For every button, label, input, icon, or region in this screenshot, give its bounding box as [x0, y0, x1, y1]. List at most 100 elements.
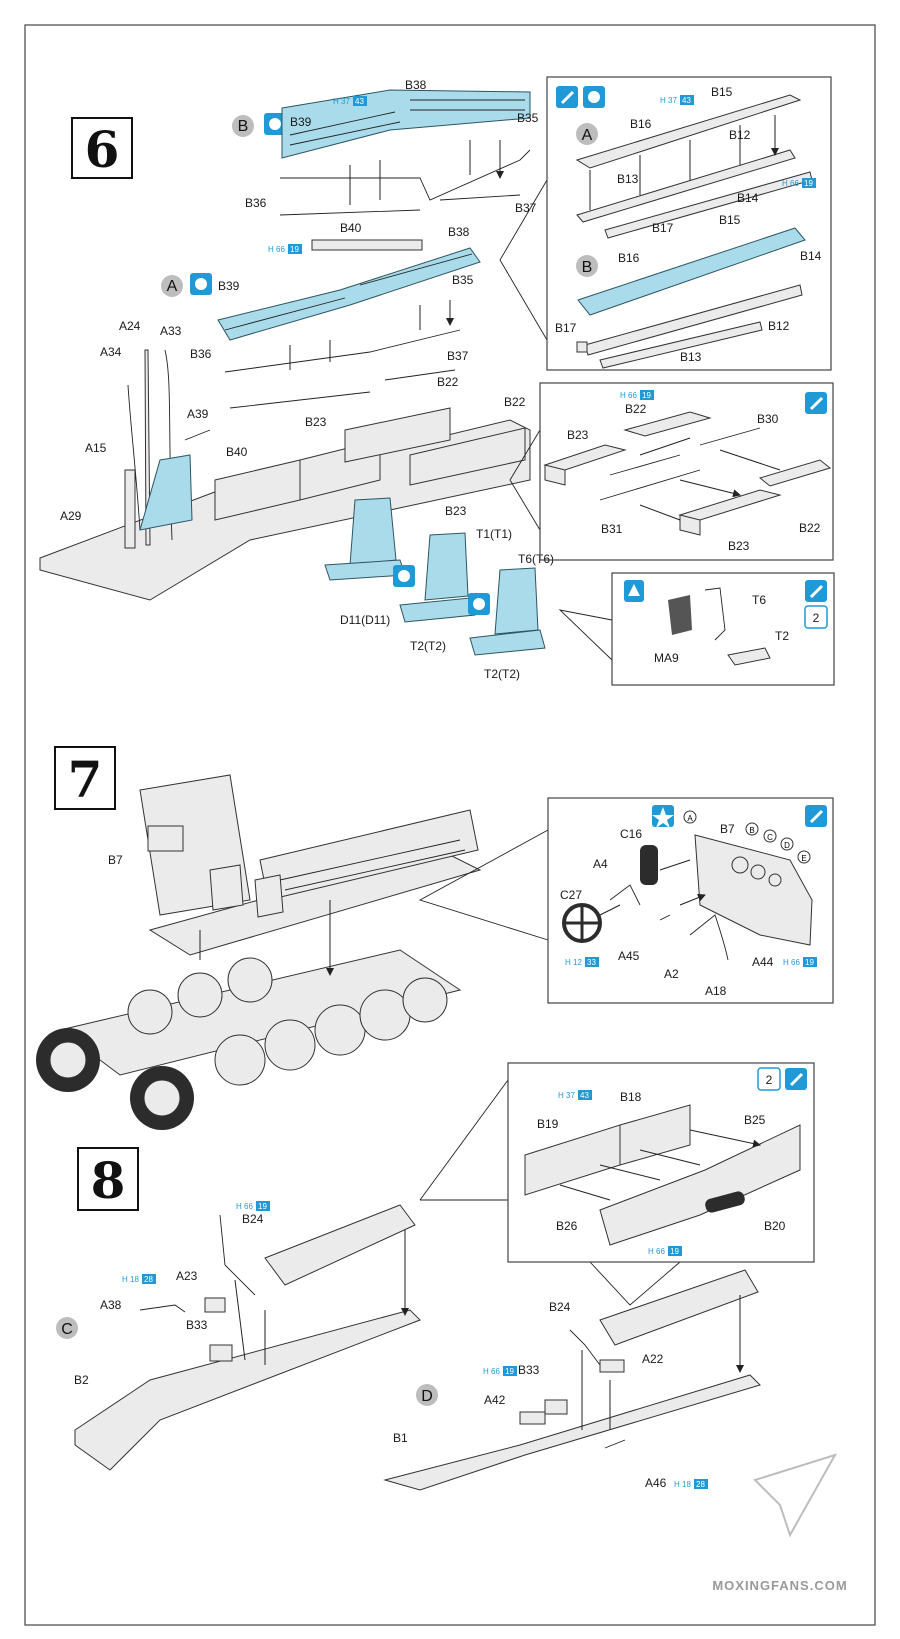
inset-dashboard-frame: [547, 797, 834, 1004]
svg-text:H: H: [648, 1247, 654, 1256]
dash-label-a18: A18: [705, 984, 727, 998]
paper-plane-icon: [753, 1453, 838, 1538]
paint-badge-top: H 37 43: [333, 96, 367, 106]
label-a46: A46: [645, 1476, 667, 1490]
bench-frame-b-top: [577, 227, 806, 316]
repeat-count: 2: [813, 611, 820, 625]
inset-label-b16-b: B16: [618, 251, 640, 265]
label-t1: T1(T1): [476, 527, 512, 541]
label-b35-mid: B35: [452, 273, 474, 287]
paint-d-a46: H 18 28: [674, 1479, 708, 1489]
floor-b2: [74, 1309, 421, 1471]
label-a29: A29: [60, 509, 82, 523]
label-b40-top: B40: [340, 221, 362, 235]
hull-floor: A24 A33 A34 A39 A15 A29 B22 B22 B23 B23: [39, 319, 531, 601]
subassembly-c: C B24 A23 A38 B33 B2 H 66 19 H 18: [56, 1201, 421, 1471]
inset-seat-frames: A B15 B16 B12 B13 B14 B17 H 37 43 H 66 1…: [546, 76, 832, 371]
point-e: E: [801, 854, 806, 863]
svg-text:66: 66: [244, 1202, 253, 1211]
label-b24-d: B24: [549, 1300, 571, 1314]
middle-bench-assembly: A B38 B39 B35 B36 B37 B40: [161, 225, 481, 459]
inset-storage-boxes: H 66 19 B22 B23 B30 B31 B22 B23: [539, 382, 834, 561]
boxes-label-b23-b: B23: [728, 539, 750, 553]
label-a15: A15: [85, 441, 107, 455]
svg-text:66: 66: [790, 179, 799, 188]
label-b38-mid: B38: [448, 225, 470, 239]
road-wheels: [127, 957, 448, 1086]
svg-text:H: H: [483, 1367, 489, 1376]
label-b37-mid: B37: [447, 349, 469, 363]
svg-text:H: H: [122, 1275, 128, 1284]
label-b2: B2: [74, 1373, 89, 1387]
svg-text:37: 37: [668, 96, 677, 105]
step-7-number: 7: [68, 750, 103, 809]
label-a42: A42: [484, 1393, 506, 1407]
lever-a15: [124, 469, 136, 549]
hinge-b20: [705, 1191, 745, 1213]
label-t2-b: T2(T2): [484, 667, 520, 681]
seatback-label-b20: B20: [764, 1219, 786, 1233]
svg-text:H: H: [236, 1202, 242, 1211]
point-a: A: [687, 814, 693, 823]
dash-paint-a: H 12 33: [565, 957, 599, 967]
inset-label-b16-a: B16: [630, 117, 652, 131]
svg-text:43: 43: [355, 97, 364, 106]
dash-label-b7: B7: [720, 822, 735, 836]
svg-text:18: 18: [130, 1275, 139, 1284]
svg-text:66: 66: [276, 245, 285, 254]
inset-label-b15-a: B15: [711, 85, 733, 99]
label-a24: A24: [119, 319, 141, 333]
bench-frame-a-top: [575, 94, 802, 169]
inset-paint-a: H 37 43: [660, 95, 694, 105]
seat-tub-b25: [599, 1124, 801, 1246]
seatback-panel-b18: [619, 1104, 691, 1166]
label-a23: A23: [176, 1269, 198, 1283]
callout-a-circle: [161, 275, 183, 297]
callout-b-circle: [232, 115, 254, 137]
label-a34: A34: [100, 345, 122, 359]
seatback-c: [264, 1204, 416, 1286]
repeat-badge-2: [757, 1067, 781, 1091]
inset-label-b12-a: B12: [729, 128, 751, 142]
seatback-label-b26: B26: [556, 1219, 578, 1233]
svg-text:H: H: [783, 958, 789, 967]
inset-callout-b: B: [582, 259, 593, 276]
label-b36-mid: B36: [190, 347, 212, 361]
seat-t6: [494, 567, 539, 635]
point-d: D: [784, 841, 790, 850]
inset-seat-detail: 2 T6 MA9 T2: [611, 572, 835, 686]
callout-c: C: [61, 1321, 73, 1338]
label-b22-a: B22: [437, 375, 459, 389]
svg-text:H: H: [558, 1091, 564, 1100]
label-b22-b: B22: [504, 395, 526, 409]
boxes-label-b22-b: B22: [799, 521, 821, 535]
svg-text:H: H: [620, 391, 626, 400]
svg-text:66: 66: [656, 1247, 665, 1256]
inset-dashboard: A B C D E C16 A4 C27 A45 A2 A18 A44 B7 H…: [547, 797, 834, 1004]
dash-label-a2: A2: [664, 967, 679, 981]
watermark: MOXINGFANS.COM: [712, 1453, 847, 1593]
point-c: C: [767, 833, 773, 842]
svg-text:H: H: [660, 96, 666, 105]
svg-text:43: 43: [682, 96, 691, 105]
label-b7-main: B7: [108, 853, 123, 867]
seatback-d: [599, 1269, 759, 1346]
label-b23-b: B23: [445, 504, 467, 518]
inset-label-b14-a: B14: [737, 191, 759, 205]
label-b39-mid: B39: [218, 279, 240, 293]
inset-seatback-frame: [507, 1062, 815, 1263]
bench-seat-b38-b39-top: [281, 89, 531, 159]
crew-seats: D11(D11) T1(T1) T2(T2) T6(T6) T2(T2): [324, 497, 554, 681]
detail-label-t2: T2: [775, 629, 789, 643]
boxes-label-b31: B31: [601, 522, 623, 536]
svg-text:H: H: [782, 179, 788, 188]
svg-text:19: 19: [258, 1202, 267, 1211]
seatback-label-b19: B19: [537, 1117, 559, 1131]
inset-label-b17-b: B17: [555, 321, 577, 335]
seatback-paint-b: H 66 19: [648, 1246, 682, 1256]
label-a33: A33: [160, 324, 182, 338]
detail-label-ma9: MA9: [654, 651, 679, 665]
dash-paint-b: H 66 19: [783, 957, 817, 967]
label-b37-top: B37: [515, 201, 537, 215]
inset-label-b13-a: B13: [617, 172, 639, 186]
